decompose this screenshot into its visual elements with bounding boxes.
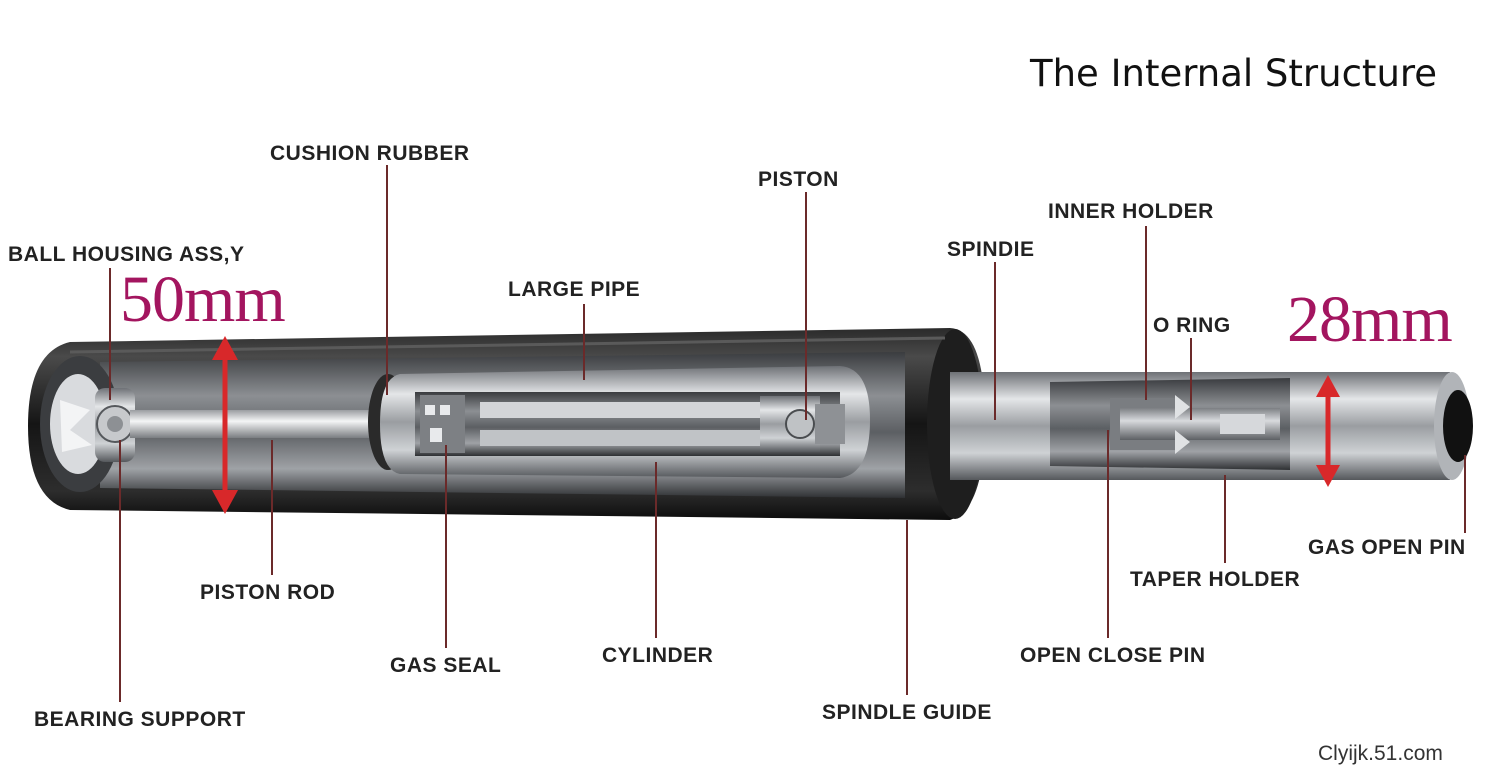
piston xyxy=(760,396,845,452)
dimension-arrow-inner xyxy=(1316,375,1340,487)
label-o-ring: O RING xyxy=(1153,314,1231,337)
dimension-arrow-outer xyxy=(212,336,238,514)
label-gas-open-pin: GAS OPEN PIN xyxy=(1308,536,1466,559)
label-gas-seal: GAS SEAL xyxy=(390,654,502,677)
spindle-tube xyxy=(950,372,1473,480)
label-open-close-pin: OPEN CLOSE PIN xyxy=(1020,644,1206,667)
label-spindie: SPINDIE xyxy=(947,238,1035,261)
label-bearing-support: BEARING SUPPORT xyxy=(34,708,246,731)
label-cushion-rubber: CUSHION RUBBER xyxy=(270,142,470,165)
watermark: Clyijk.51.com xyxy=(1318,742,1443,765)
label-inner-holder: INNER HOLDER xyxy=(1048,200,1214,223)
leader-lines xyxy=(109,165,1466,702)
diagram-title: The Internal Structure xyxy=(1030,52,1438,95)
label-piston: PISTON xyxy=(758,168,839,191)
inner-diameter-label: 28mm xyxy=(1287,283,1453,356)
label-cylinder: CYLINDER xyxy=(602,644,714,667)
label-spindle-guide: SPINDLE GUIDE xyxy=(822,701,992,724)
label-taper-holder: TAPER HOLDER xyxy=(1130,568,1301,591)
ball-housing xyxy=(95,388,135,462)
label-large-pipe: LARGE PIPE xyxy=(508,278,641,301)
label-ball-housing: BALL HOUSING ASS,Y xyxy=(8,243,245,266)
large-pipe xyxy=(380,366,870,478)
outer-diameter-label: 50mm xyxy=(120,263,286,336)
label-piston-rod: PISTON ROD xyxy=(200,581,336,604)
